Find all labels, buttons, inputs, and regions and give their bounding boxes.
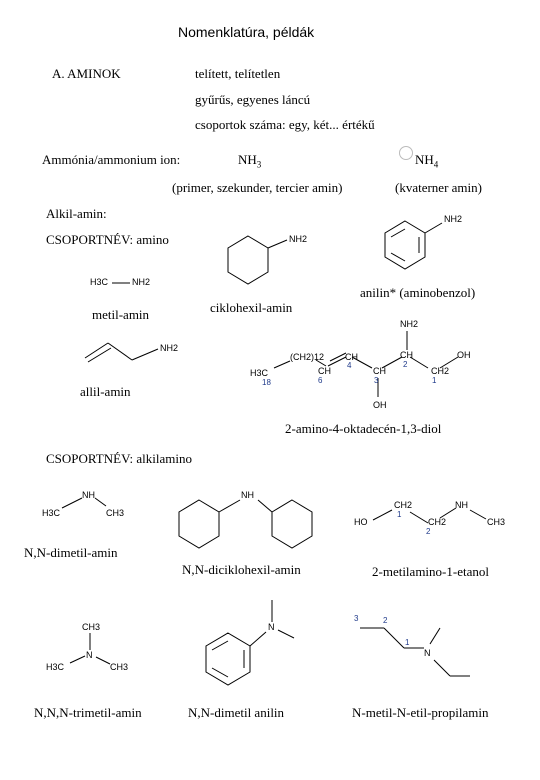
mae-num-2: 2 — [426, 527, 431, 536]
bullet-saturation: telített, telítetlen — [195, 66, 281, 81]
mae-num-1: 1 — [397, 510, 402, 519]
mep-name: N-metil-N-etil-propilamin — [352, 705, 489, 720]
cyclohexylamine-name: ciklohexil-amin — [210, 300, 293, 315]
octadec-num-2: 2 — [403, 360, 408, 369]
methylamine-h3c: H3C — [90, 277, 109, 287]
cyclohexylamine-nh2: NH2 — [289, 234, 308, 244]
octadec-nh2: NH2 — [400, 319, 419, 329]
plus-charge-icon — [399, 146, 413, 160]
octadec-ch-2: CH — [400, 350, 413, 360]
allylamine-name: allil-amin — [80, 384, 131, 399]
mae-ch3: CH3 — [487, 517, 506, 527]
octadec-oh-right: OH — [457, 350, 471, 360]
bullet-group-count: csoportok száma: egy, két... értékű — [195, 117, 375, 132]
nh3-subscript: 3 — [256, 159, 262, 170]
mep-num-2: 2 — [383, 616, 388, 625]
nh4-note: (kvaterner amin) — [395, 180, 482, 195]
aniline-nh2: NH2 — [444, 214, 463, 224]
methylamine-name: metil-amin — [92, 307, 150, 322]
tma-name: N,N,N-trimetil-amin — [34, 705, 142, 720]
mep-n: N — [424, 648, 431, 658]
octadec-num-18: 18 — [262, 378, 271, 387]
bullet-chain-type: gyűrűs, egyenes láncú — [195, 92, 311, 107]
mae-ch2-2: CH2 — [428, 517, 447, 527]
dimethylamine-ch3: CH3 — [106, 508, 125, 518]
cyclohexylamine-bond — [267, 239, 288, 249]
octadec-num-6: 6 — [318, 376, 323, 385]
dicyclohexylamine-name: N,N-diciklohexil-amin — [182, 562, 301, 577]
octadec-num-3: 3 — [374, 376, 379, 385]
octadec-ch2: CH2 — [431, 366, 450, 376]
mep-num-1: 1 — [405, 638, 410, 647]
allyl-double-bond — [84, 342, 109, 359]
allylamine-nh2: NH2 — [160, 343, 179, 353]
dicyclohexyl-right-ring — [271, 499, 313, 549]
amino-group-heading: CSOPORTNÉV: amino — [46, 232, 169, 247]
dimethylamine-h3c: H3C — [42, 508, 61, 518]
octadec-ch2n: (CH2)12 — [290, 352, 325, 362]
nh3-note: (primer, szekunder, tercier amin) — [172, 180, 343, 195]
octadec-h3c: H3C — [250, 368, 269, 378]
mep-num-3: 3 — [354, 614, 359, 623]
mae-ho: HO — [354, 517, 368, 527]
alkyl-amine-heading: Alkil-amin: — [46, 206, 107, 221]
mae-nh: NH — [455, 500, 468, 510]
nh4-subscript: 4 — [433, 159, 439, 170]
aniline-bond — [424, 222, 443, 234]
mae-ch2-1: CH2 — [394, 500, 413, 510]
alkylamino-group-heading: CSOPORTNÉV: alkilamino — [46, 451, 192, 466]
octadec-ch-3: CH — [373, 366, 386, 376]
cyclohexylamine-ring — [227, 235, 269, 285]
dimethylamine-nh: NH — [82, 490, 95, 500]
mae-name: 2-metilamino-1-etanol — [372, 564, 489, 579]
dma-n: N — [268, 622, 275, 632]
nh4-formula: NH4 — [415, 152, 438, 170]
methylamine-nh2: NH2 — [132, 277, 151, 287]
nh4-text: NH — [415, 152, 434, 167]
octadec-name: 2-amino-4-oktadecén-1,3-diol — [285, 421, 442, 436]
ammonia-label: Ammónia/ammonium ion: — [42, 152, 181, 167]
dimethylamine-name: N,N-dimetil-amin — [24, 545, 118, 560]
tma-h3c: H3C — [46, 662, 65, 672]
octadec-num-4: 4 — [347, 361, 352, 370]
tma-n: N — [86, 650, 93, 660]
octadec-ch-6: CH — [318, 366, 331, 376]
tma-ch3-right: CH3 — [110, 662, 129, 672]
nh3-formula: NH3 — [238, 152, 261, 170]
section-heading-aminok: A. AMINOK — [52, 66, 121, 81]
octadec-ch-4: CH — [345, 352, 358, 362]
octadec-oh-bottom: OH — [373, 400, 387, 410]
nh3-text: NH — [238, 152, 257, 167]
dicyclohexyl-left-ring — [178, 499, 220, 549]
octadec-num-1: 1 — [432, 376, 437, 385]
tma-ch3-top: CH3 — [82, 622, 101, 632]
page-title: Nomenklatúra, példák — [178, 24, 315, 40]
dma-name: N,N-dimetil anilin — [188, 705, 285, 720]
dimethylaniline-ring — [205, 632, 251, 686]
dicyclohexylamine-nh: NH — [241, 490, 254, 500]
aniline-name: anilin* (aminobenzol) — [360, 285, 476, 300]
